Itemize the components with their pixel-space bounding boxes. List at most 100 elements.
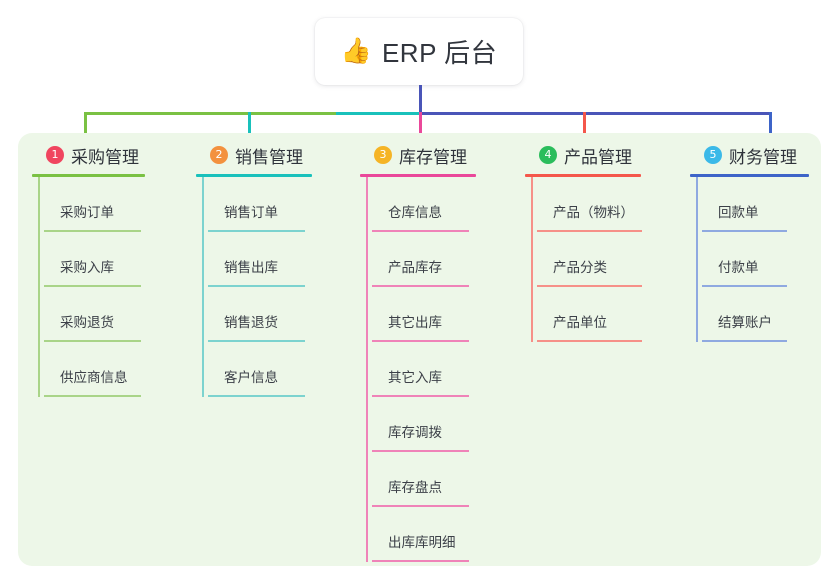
branch-title: 销售管理 — [235, 147, 303, 167]
branch-item-label: 销售退货 — [224, 315, 278, 330]
connector-drop-3 — [419, 112, 422, 144]
branch-item[interactable]: 销售订单 — [208, 177, 312, 232]
thumbs-up-icon: 👍 — [340, 37, 372, 65]
branch-item-underline — [372, 560, 469, 562]
branch-item-label: 采购入库 — [60, 260, 114, 275]
branch-item[interactable]: 客户信息 — [208, 342, 312, 397]
branch-item-label: 销售订单 — [224, 205, 278, 220]
branch-item[interactable]: 库存调拨 — [372, 397, 476, 452]
branch-column-3: 3 库存管理仓库信息产品库存其它出库其它入库库存调拨库存盘点出库库明细 — [360, 143, 476, 562]
branch-item-label: 仓库信息 — [388, 205, 442, 220]
branch-column-4: 4 产品管理产品（物料） 产品分类产品单位 — [525, 143, 642, 342]
branches-panel — [18, 133, 821, 566]
branch-item[interactable]: 销售出库 — [208, 232, 312, 287]
branch-item-underline — [208, 395, 305, 397]
branch-header[interactable]: 1 采购管理 — [32, 143, 145, 167]
branch-underline — [32, 174, 145, 177]
branch-item-label: 产品（物料） — [553, 205, 634, 220]
branch-item-underline — [208, 340, 305, 342]
branch-item-label: 采购订单 — [60, 205, 114, 220]
branch-header[interactable]: 3 库存管理 — [360, 143, 476, 167]
branch-item[interactable]: 结算账户 — [702, 287, 809, 342]
branch-item[interactable]: 其它入库 — [372, 342, 476, 397]
branch-item-label: 结算账户 — [718, 315, 772, 330]
branch-item[interactable]: 库存盘点 — [372, 452, 476, 507]
branch-item-underline — [44, 285, 141, 287]
branch-underline — [360, 174, 476, 177]
branch-title: 产品管理 — [564, 147, 632, 167]
branch-item[interactable]: 产品库存 — [372, 232, 476, 287]
branch-item-underline — [702, 230, 787, 232]
branch-header[interactable]: 4 产品管理 — [525, 143, 641, 167]
branch-item[interactable]: 采购退货 — [44, 287, 145, 342]
branch-item[interactable]: 产品单位 — [537, 287, 642, 342]
branch-item-underline — [44, 340, 141, 342]
branch-index-badge: 5 — [704, 146, 722, 164]
root-node[interactable]: 👍 ERP 后台 — [315, 18, 523, 85]
branch-index-badge: 1 — [46, 146, 64, 164]
branch-item[interactable]: 回款单 — [702, 177, 809, 232]
branch-item[interactable]: 采购入库 — [44, 232, 145, 287]
branch-header[interactable]: 2 销售管理 — [196, 143, 312, 167]
branch-items: 销售订单销售出库销售退货客户信息 — [196, 177, 312, 397]
branch-item-label: 出库库明细 — [388, 535, 456, 550]
branch-item-underline — [537, 340, 642, 342]
branch-title: 采购管理 — [71, 147, 139, 167]
connector-drop-5 — [769, 112, 772, 144]
branch-item-label: 其它入库 — [388, 370, 442, 385]
branch-index-badge: 4 — [539, 146, 557, 164]
branch-item-underline — [372, 285, 469, 287]
branch-item-underline — [537, 230, 642, 232]
branch-item[interactable]: 仓库信息 — [372, 177, 476, 232]
branch-spine — [531, 177, 533, 342]
branch-items: 产品（物料） 产品分类产品单位 — [525, 177, 642, 342]
branch-underline — [525, 174, 641, 177]
branch-column-5: 5 财务管理回款单付款单结算账户 — [690, 143, 809, 342]
branch-item[interactable]: 采购订单 — [44, 177, 145, 232]
branch-item[interactable]: 产品分类 — [537, 232, 642, 287]
branch-title: 财务管理 — [729, 147, 797, 167]
branch-item[interactable]: 销售退货 — [208, 287, 312, 342]
branch-item[interactable]: 供应商信息 — [44, 342, 145, 397]
branch-item-label: 客户信息 — [224, 370, 278, 385]
connector-drop-2 — [248, 112, 251, 144]
branch-item-label: 付款单 — [718, 260, 759, 275]
connector-drop-1 — [84, 112, 87, 144]
branch-item-label: 产品单位 — [553, 315, 607, 330]
branch-index-badge: 2 — [210, 146, 228, 164]
branch-column-1: 1 采购管理采购订单采购入库采购退货供应商信息 — [32, 143, 145, 397]
branch-item-underline — [372, 230, 469, 232]
branch-item-label: 回款单 — [718, 205, 759, 220]
branch-spine — [202, 177, 204, 397]
branch-underline — [196, 174, 312, 177]
branch-spine — [696, 177, 698, 342]
root-title: ERP 后台 — [381, 38, 498, 68]
branch-item-underline — [372, 340, 469, 342]
branch-item-label: 产品库存 — [388, 260, 442, 275]
branch-item-underline — [372, 505, 469, 507]
connector-drop-4 — [583, 112, 586, 144]
branch-index-badge: 3 — [374, 146, 392, 164]
connector-bus-segment — [419, 112, 771, 115]
branch-column-2: 2 销售管理销售订单销售出库销售退货客户信息 — [196, 143, 312, 397]
branch-item[interactable]: 出库库明细 — [372, 507, 476, 562]
branch-item-underline — [537, 285, 642, 287]
branch-item-label: 销售出库 — [224, 260, 278, 275]
branch-item-underline — [372, 450, 469, 452]
branch-item[interactable]: 其它出库 — [372, 287, 476, 342]
branch-spine — [366, 177, 368, 562]
branch-header[interactable]: 5 财务管理 — [690, 143, 809, 167]
branch-item[interactable]: 付款单 — [702, 232, 809, 287]
branch-item[interactable]: 产品（物料） — [537, 177, 642, 232]
connector-bus-segment — [336, 112, 419, 115]
branch-items: 仓库信息产品库存其它出库其它入库库存调拨库存盘点出库库明细 — [360, 177, 476, 562]
branch-items: 回款单付款单结算账户 — [690, 177, 809, 342]
branch-item-underline — [372, 395, 469, 397]
branch-item-label: 库存调拨 — [388, 425, 442, 440]
branch-item-label: 库存盘点 — [388, 480, 442, 495]
branch-spine — [38, 177, 40, 397]
branch-item-label: 其它出库 — [388, 315, 442, 330]
connector-trunk — [419, 85, 422, 112]
branch-title: 库存管理 — [399, 147, 467, 167]
